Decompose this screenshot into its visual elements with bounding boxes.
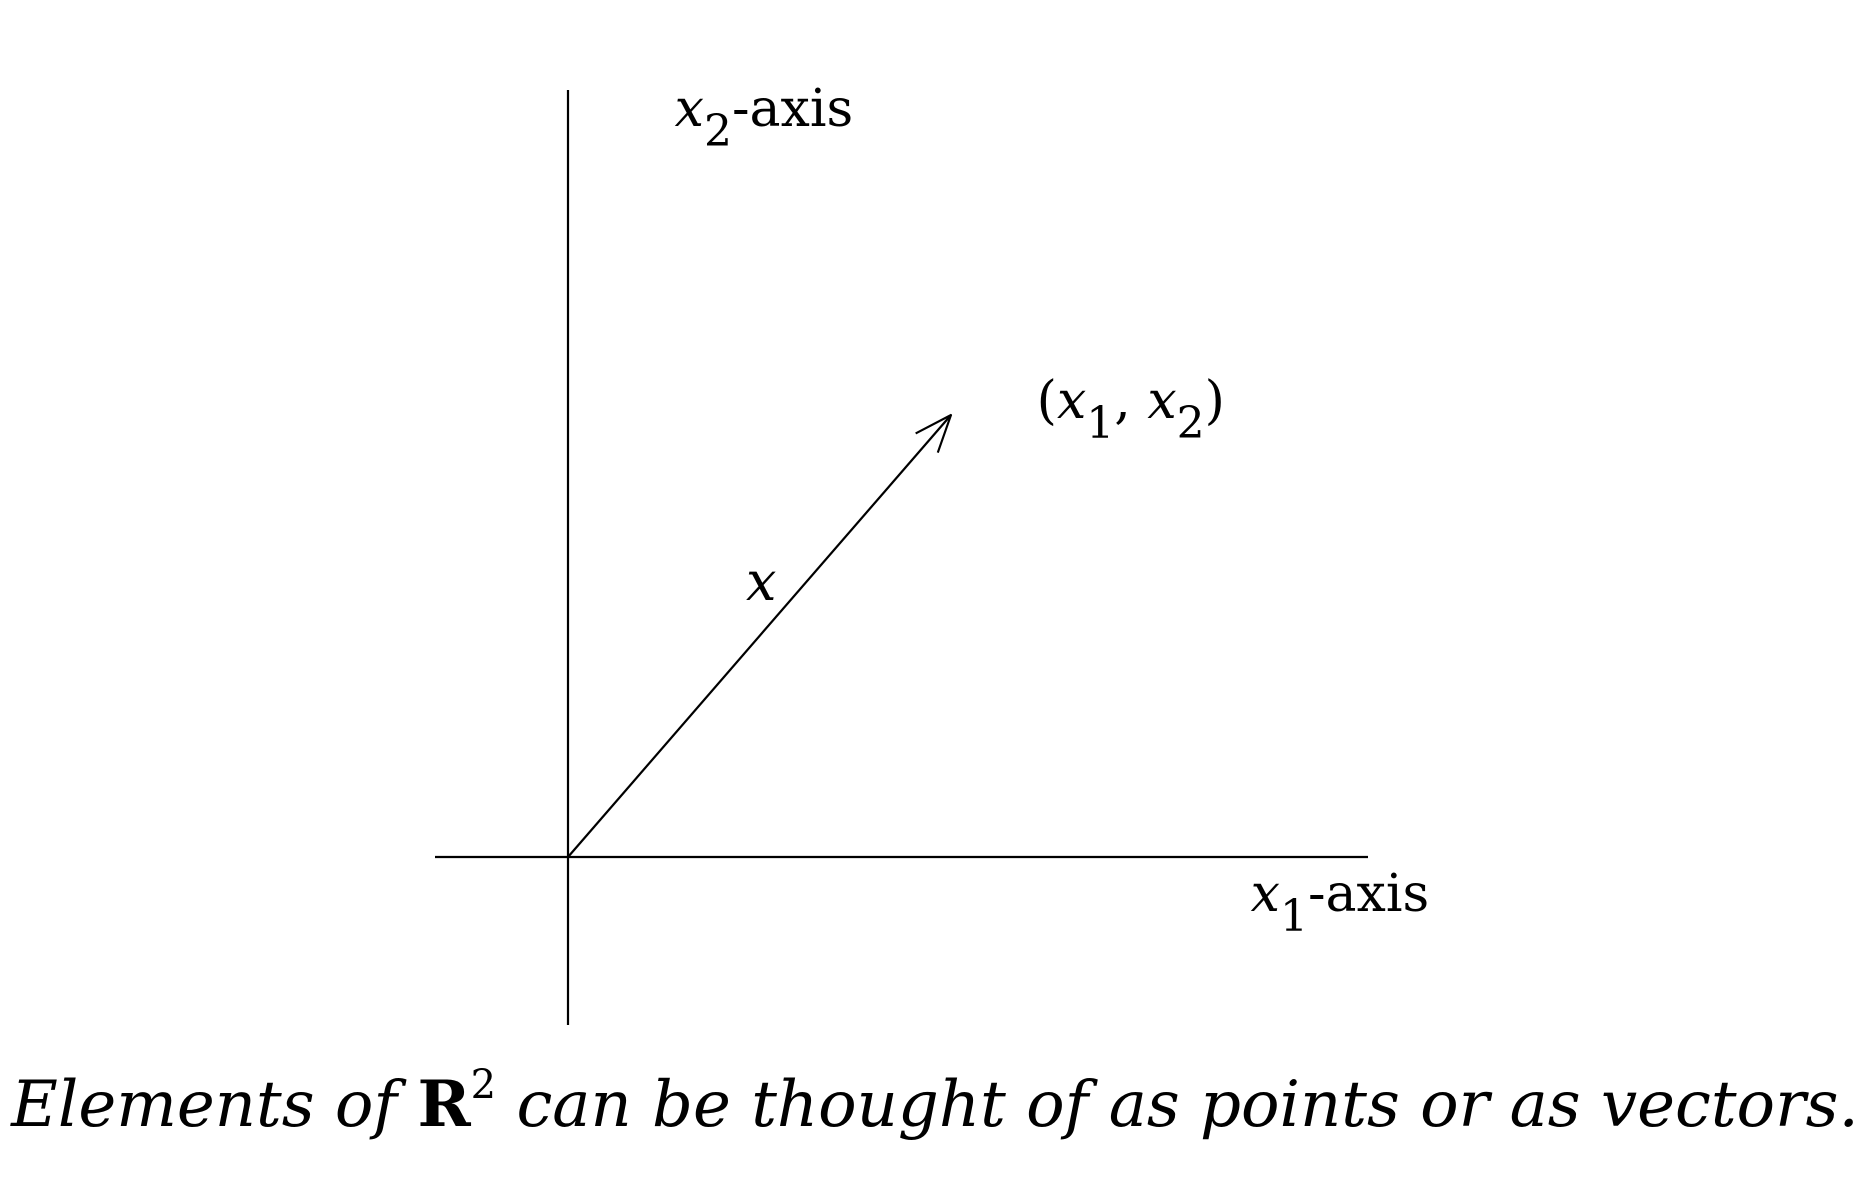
set-symbol: R bbox=[417, 1067, 471, 1142]
x1-axis-label: x1-axis bbox=[1168, 864, 1479, 942]
point-label: (x1, x2) bbox=[954, 371, 1275, 449]
caption-text-before: Elements of bbox=[11, 1068, 418, 1142]
vector-arrow bbox=[567, 415, 951, 858]
caption-text-after: can be thought of as points or as vector… bbox=[496, 1068, 1859, 1142]
set-exponent: 2 bbox=[470, 1062, 497, 1108]
vector-label: x bbox=[746, 550, 776, 613]
figure-caption: Elements of R2 can be thought of as poin… bbox=[0, 1065, 1870, 1145]
x2-axis-label: x2-axis bbox=[592, 79, 903, 157]
